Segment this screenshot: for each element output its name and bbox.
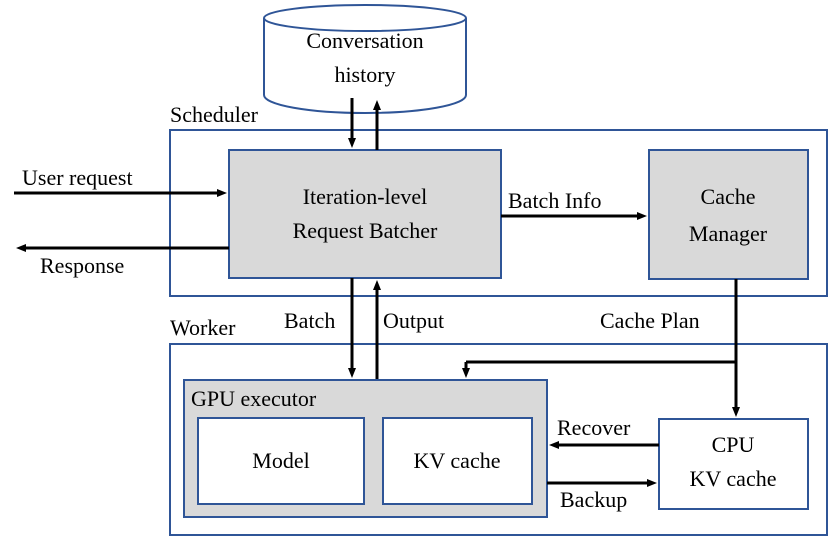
scheduler-frame — [169, 129, 828, 297]
request-batcher-label-line1: Iteration-level — [303, 184, 428, 209]
conversation-history-label-line2: history — [334, 62, 395, 87]
cache-manager-label-line2: Manager — [689, 221, 768, 246]
scheduler-section: Scheduler — [169, 102, 828, 297]
gpu-executor-box: GPU executor Model KV cache — [183, 379, 548, 518]
cpu-kv-cache-label-line1: CPU — [712, 432, 755, 457]
user-request-label: User request — [22, 165, 133, 190]
model-box — [197, 417, 365, 505]
model-label: Model — [252, 448, 309, 473]
backup-label: Backup — [560, 487, 627, 512]
response-label: Response — [40, 253, 124, 278]
cpu-kv-cache-label-line2: KV cache — [690, 466, 777, 491]
cache-manager-box: Cache Manager — [648, 149, 809, 280]
request-batcher-label-line2: Request Batcher — [293, 218, 438, 243]
cache-manager-label-line1: Cache — [701, 184, 756, 209]
recover-label: Recover — [557, 415, 631, 440]
cache-plan-label: Cache Plan — [600, 308, 700, 333]
worker-frame — [169, 343, 828, 536]
output-label: Output — [383, 308, 444, 333]
batch-info-label: Batch Info — [508, 188, 601, 213]
request-batcher-box: Iteration-level Request Batcher — [228, 149, 502, 279]
batch-label: Batch — [284, 308, 335, 333]
gpu-kv-cache-label: KV cache — [414, 448, 501, 473]
gpu-kv-cache-box — [382, 417, 533, 505]
gpu-executor-label: GPU executor — [191, 386, 317, 411]
worker-label: Worker — [170, 315, 236, 340]
conversation-history-database: Conversation history — [263, 4, 467, 114]
conversation-history-label-line1: Conversation — [306, 28, 423, 53]
worker-section: Worker — [169, 315, 828, 536]
cpu-kv-cache-box: CPU KV cache — [658, 418, 809, 510]
scheduler-label: Scheduler — [170, 102, 259, 127]
